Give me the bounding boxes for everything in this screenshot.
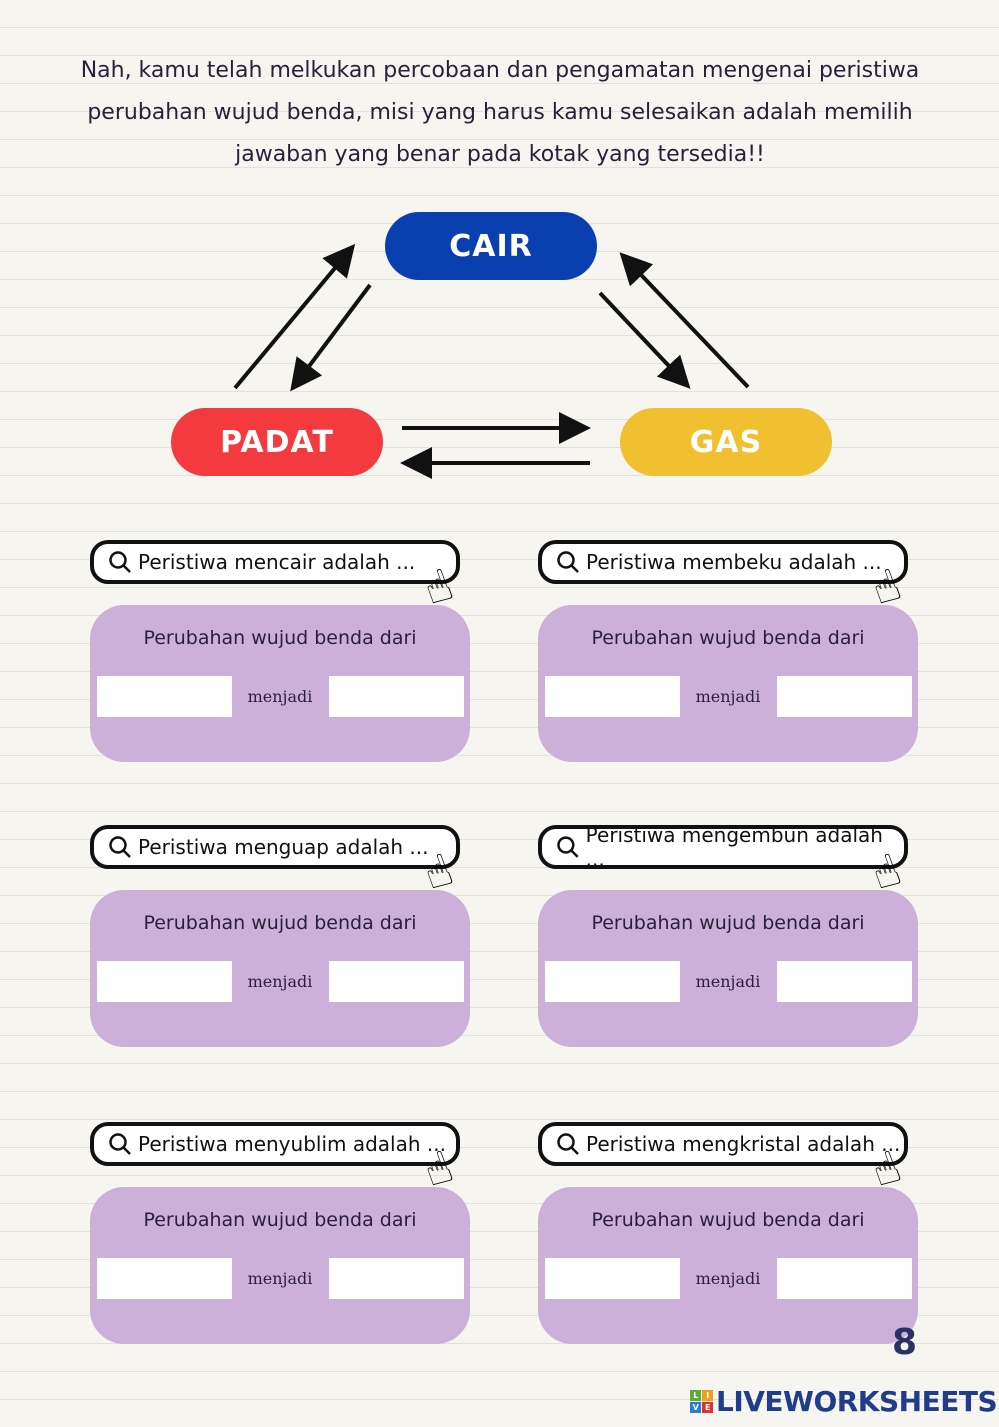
answer-box: Perubahan wujud benda dari menjadi <box>538 890 918 1047</box>
brand-name: LIVEWORKSHEETS <box>716 1385 998 1418</box>
to-state-input[interactable] <box>329 961 464 1002</box>
question-label: Peristiwa mengkristal adalah ... <box>586 1132 901 1156</box>
search-icon <box>109 836 131 858</box>
prompt-text: Perubahan wujud benda dari <box>591 627 865 649</box>
to-state-input[interactable] <box>777 961 912 1002</box>
joiner-text: menjadi <box>695 972 761 991</box>
arrow-cair-to-padat <box>290 283 372 392</box>
question-label: Peristiwa membeku adalah ... <box>586 550 882 574</box>
from-state-input[interactable] <box>97 961 232 1002</box>
joiner-text: menjadi <box>247 687 313 706</box>
joiner-text: menjadi <box>247 1269 313 1288</box>
prompt-text: Perubahan wujud benda dari <box>591 1209 865 1231</box>
joiner-text: menjadi <box>695 687 761 706</box>
joiner-text: menjadi <box>247 972 313 991</box>
search-icon <box>557 1133 579 1155</box>
question-label: Peristiwa mengembun adalah ... <box>585 823 883 871</box>
answer-box: Perubahan wujud benda dari menjadi <box>90 890 470 1047</box>
state-padat: PADAT <box>171 408 383 476</box>
question-label-bar: Peristiwa mencair adalah ... <box>90 540 460 584</box>
joiner-text: menjadi <box>695 1269 761 1288</box>
page-number: 8 <box>892 1322 918 1363</box>
search-icon <box>557 551 579 573</box>
from-state-input[interactable] <box>545 676 680 717</box>
prompt-text: Perubahan wujud benda dari <box>143 912 417 934</box>
question-label-bar: Peristiwa menguap adalah ... <box>90 825 460 869</box>
cycle-arrows <box>233 243 750 479</box>
to-state-input[interactable] <box>777 1258 912 1299</box>
question-label: Peristiwa menyublim adalah ... <box>138 1132 446 1156</box>
question-label-bar: Peristiwa membeku adalah ... <box>538 540 908 584</box>
answer-box: Perubahan wujud benda dari menjadi <box>538 605 918 762</box>
to-state-input[interactable] <box>329 676 464 717</box>
to-state-input[interactable] <box>777 676 912 717</box>
search-icon <box>109 1133 131 1155</box>
from-state-input[interactable] <box>97 676 232 717</box>
arrow-gas-to-cair <box>619 252 750 389</box>
from-state-input[interactable] <box>545 961 680 1002</box>
state-gas: GAS <box>620 408 832 476</box>
question-label-bar: Peristiwa mengkristal adalah ... <box>538 1122 908 1166</box>
intro-text: Nah, kamu telah melkukan percobaan dan p… <box>80 58 920 167</box>
answer-box: Perubahan wujud benda dari menjadi <box>90 1187 470 1344</box>
to-state-input[interactable] <box>329 1258 464 1299</box>
prompt-text: Perubahan wujud benda dari <box>143 1209 417 1231</box>
search-icon <box>109 551 131 573</box>
question-label: Peristiwa menguap adalah ... <box>138 835 429 859</box>
prompt-text: Perubahan wujud benda dari <box>591 912 865 934</box>
answer-box: Perubahan wujud benda dari menjadi <box>538 1187 918 1344</box>
from-state-input[interactable] <box>97 1258 232 1299</box>
arrow-cair-to-gas <box>598 291 691 389</box>
search-icon <box>557 836 579 858</box>
question-label: Peristiwa mencair adalah ... <box>138 550 416 574</box>
prompt-text: Perubahan wujud benda dari <box>143 627 417 649</box>
state-cair: CAIR <box>385 212 597 280</box>
from-state-input[interactable] <box>545 1258 680 1299</box>
question-label-bar: Peristiwa menyublim adalah ... <box>90 1122 460 1166</box>
question-label-bar: Peristiwa mengembun adalah ... <box>538 823 908 871</box>
arrow-padat-to-cair <box>233 243 356 390</box>
answer-box: Perubahan wujud benda dari menjadi <box>90 605 470 762</box>
